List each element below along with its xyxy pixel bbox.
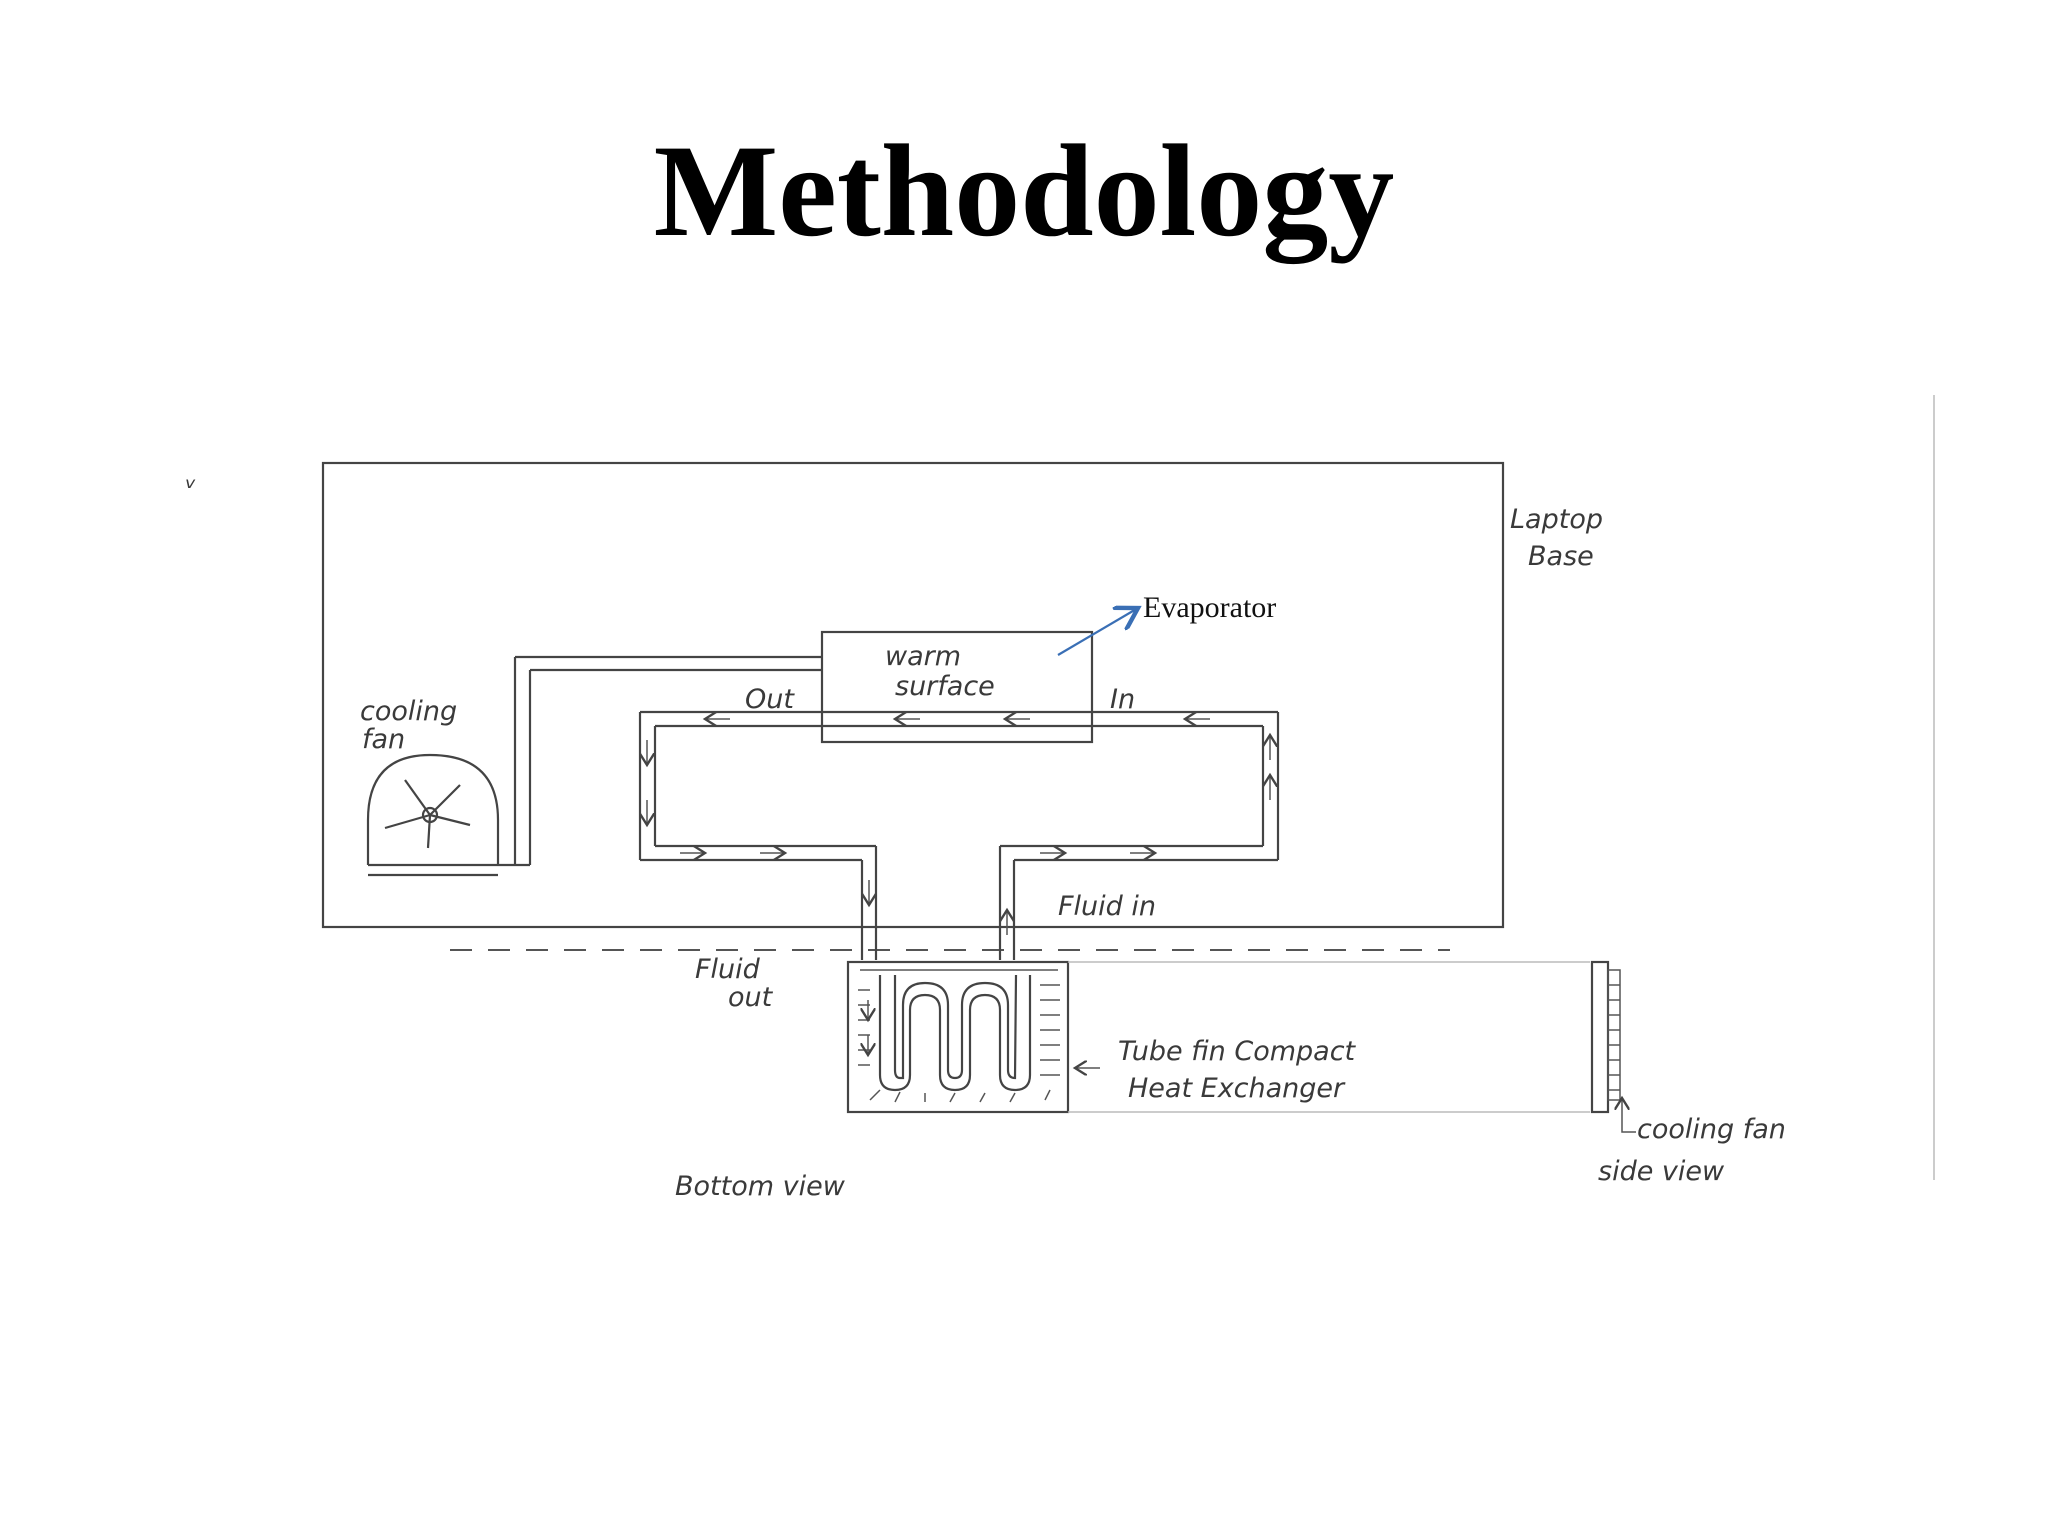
laptop-base-label-line2: Base (1528, 541, 1594, 572)
cooling-fan-side-view-icon (1590, 960, 1636, 1133)
heat-exchanger-icon (846, 960, 1070, 1114)
fluid-in-label: Fluid in (1058, 891, 1156, 922)
warm-surface-box (820, 630, 1094, 744)
cooling-fan-label-line1: cooling (360, 696, 457, 727)
laptop-base-label-line1: Laptop (1510, 504, 1603, 535)
slide-title: Methodology (653, 117, 1395, 264)
out-label: Out (745, 684, 795, 715)
side-view-label: side view (1598, 1156, 1725, 1187)
in-label: In (1110, 684, 1135, 715)
evaporator-arrow (1057, 608, 1138, 656)
cooling-fan-label-line2: fan (362, 724, 405, 755)
fluid-loop (638, 710, 1280, 960)
fluid-out-label-line1: Fluid (695, 954, 761, 985)
stray-mark: ᵥ (185, 464, 196, 495)
cooling-fan-icon (366, 753, 500, 877)
warm-surface-label-line1: warm (885, 641, 961, 672)
warm-surface-label-line2: surface (895, 671, 995, 702)
evaporator-label: Evaporator (1143, 591, 1276, 624)
laptop-base-outline (321, 461, 1505, 929)
side-fan-label: cooling fan (1637, 1114, 1786, 1145)
fluid-out-label-line2: out (728, 982, 774, 1013)
heat-exchanger-label-line1: Tube fin Compact (1118, 1036, 1357, 1067)
fan-duct-lines (498, 655, 822, 867)
heat-exchanger-label-line2: Heat Exchanger (1128, 1073, 1346, 1104)
bottom-view-label: Bottom view (675, 1171, 846, 1202)
